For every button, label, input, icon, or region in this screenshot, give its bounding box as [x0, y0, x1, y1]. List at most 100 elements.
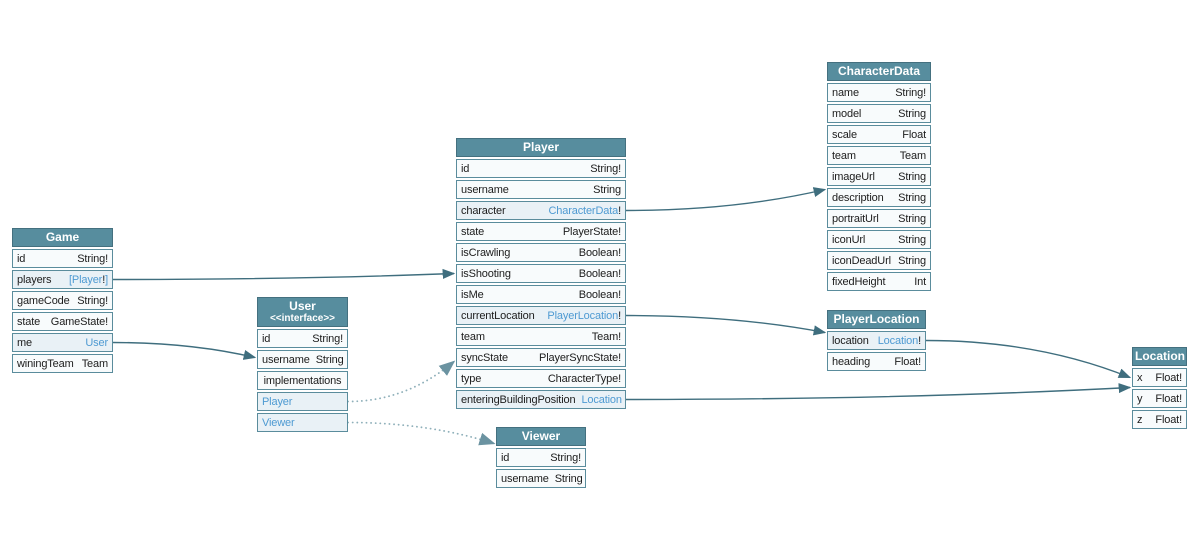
field-type: Boolean! — [578, 246, 621, 259]
node-title: Game — [45, 230, 80, 244]
field-name: id — [262, 332, 271, 345]
field-name: location — [832, 334, 869, 347]
field-type: String — [898, 191, 926, 204]
field-type[interactable]: User — [85, 337, 108, 349]
field-type: String — [898, 212, 926, 225]
field-name: team — [832, 149, 856, 162]
field-type: Team — [81, 357, 108, 370]
field-row-players[interactable]: players[Player!] — [12, 270, 113, 289]
edge-user-Player-to-player — [347, 360, 456, 403]
edge-player-character-to-characterdata — [625, 187, 827, 212]
field-name: x — [1137, 371, 1143, 384]
field-type: PlayerState! — [562, 225, 621, 238]
field-type[interactable]: Location — [581, 393, 622, 406]
field-type[interactable]: PlayerLocation! — [547, 310, 621, 322]
node-title: Viewer — [521, 429, 561, 443]
field-row-model[interactable]: model String — [827, 104, 931, 123]
field-name: name — [832, 86, 859, 99]
field-name: isShooting — [461, 267, 511, 280]
node-header-location[interactable]: Location — [1132, 347, 1187, 366]
field-type: String! — [312, 332, 343, 345]
field-type: String! — [590, 162, 621, 175]
node-header-characterdata[interactable]: CharacterData — [827, 62, 931, 81]
type-link-CharacterData[interactable]: CharacterData — [548, 204, 619, 217]
field-type[interactable]: [Player!] — [69, 274, 108, 286]
type-link-User[interactable]: User — [85, 336, 108, 349]
field-type: String — [898, 254, 926, 267]
node-header-player[interactable]: Player — [456, 138, 626, 157]
non-null-mark: ! — [618, 204, 621, 217]
implementation-row-Player[interactable]: Player — [257, 392, 348, 411]
field-name: username — [501, 472, 549, 485]
type-link-Location[interactable]: Location — [877, 334, 919, 347]
type-link-Location[interactable]: Location — [581, 393, 622, 406]
node-header-game[interactable]: Game — [12, 228, 113, 247]
node-header-user[interactable]: User<<interface>> — [257, 297, 348, 327]
field-row-id[interactable]: id String! — [257, 329, 348, 348]
field-row-iconDeadUrl[interactable]: iconDeadUrl String — [827, 251, 931, 270]
field-row-location[interactable]: location Location! — [827, 331, 926, 350]
type-link-PlayerLocation[interactable]: PlayerLocation — [547, 309, 619, 322]
field-type: String — [898, 107, 926, 120]
field-name: iconDeadUrl — [832, 254, 891, 267]
edge-user-Viewer-to-viewer — [347, 421, 496, 446]
type-link-Viewer[interactable]: Viewer — [262, 416, 295, 429]
field-name: winingTeam — [17, 357, 74, 370]
implementation-row-Viewer[interactable]: Viewer — [257, 413, 348, 432]
field-type[interactable]: Location! — [878, 335, 921, 347]
non-null-mark: ! — [102, 273, 106, 286]
type-link-[interactable]: ] — [105, 273, 108, 286]
edge-game-players-to-player — [112, 268, 456, 281]
field-row-x[interactable]: x Float! — [1132, 368, 1187, 387]
node-title: User — [289, 299, 316, 313]
field-name: model — [832, 107, 862, 120]
field-type: Float! — [1155, 371, 1182, 384]
type-link-Player[interactable]: Player — [262, 395, 293, 408]
field-row-currentLocation[interactable]: currentLocation PlayerLocation! — [456, 306, 626, 325]
field-type: String — [898, 170, 926, 183]
node-header-playerlocation[interactable]: PlayerLocation — [827, 310, 926, 329]
field-type: String — [315, 353, 344, 366]
field-name: currentLocation — [461, 309, 535, 322]
field-row-winingTeam[interactable]: winingTeam Team — [12, 354, 113, 373]
field-type[interactable]: CharacterData! — [549, 205, 622, 217]
type-link-Player[interactable]: [Player — [69, 273, 103, 286]
node-header-viewer[interactable]: Viewer — [496, 427, 586, 446]
field-type: GameState! — [50, 315, 108, 328]
field-type: Int — [914, 275, 926, 288]
